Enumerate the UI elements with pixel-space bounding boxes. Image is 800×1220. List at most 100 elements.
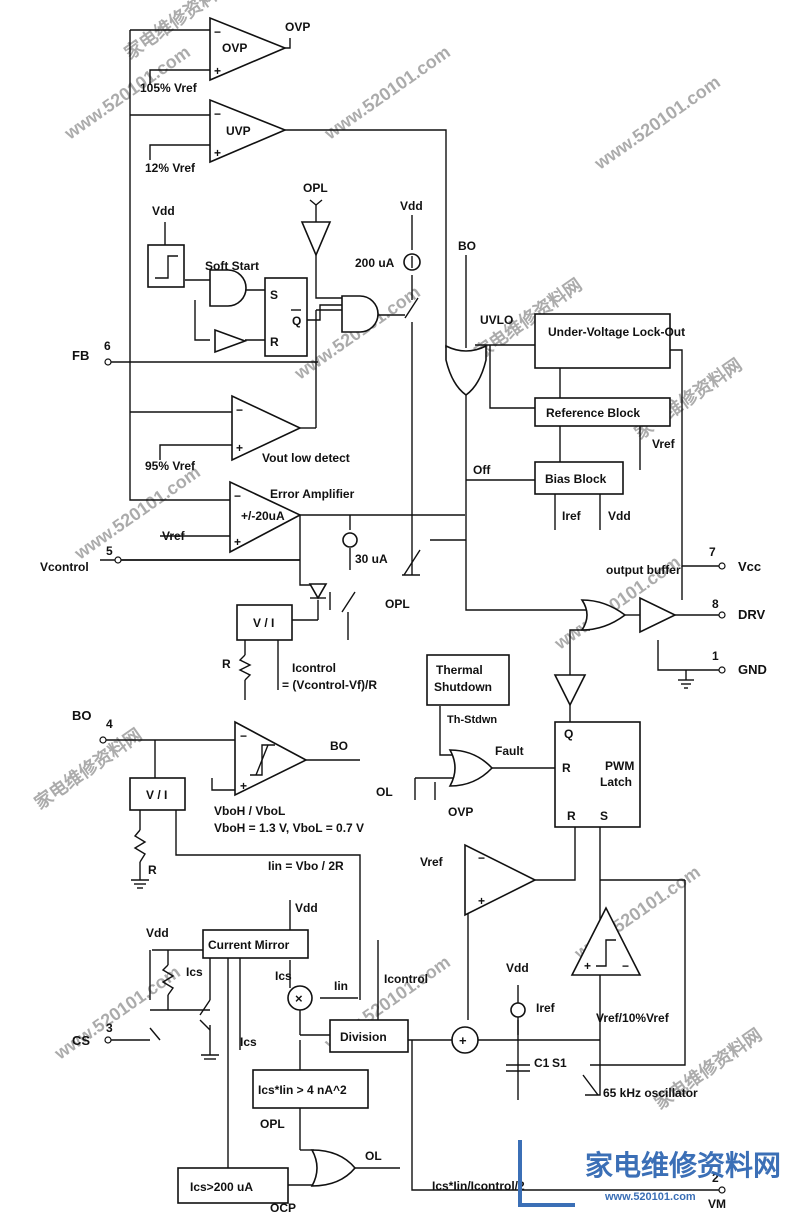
pin-vcc-label: Vcc bbox=[738, 559, 761, 574]
pin-gnd-label: GND bbox=[738, 662, 767, 677]
s1-label: S1 bbox=[552, 1056, 567, 1070]
svg-text:+: + bbox=[459, 1033, 467, 1048]
current-mirror-label: Current Mirror bbox=[208, 938, 290, 952]
thermal-shutdown: Thermal Shutdown Th-Stdwn bbox=[426, 654, 510, 726]
pin-vm-label: VM bbox=[708, 1197, 726, 1211]
svg-text:−: − bbox=[622, 959, 629, 973]
ol-label: OL bbox=[376, 785, 393, 799]
thermal-label: Thermal bbox=[436, 663, 483, 677]
pin-number: 3 bbox=[106, 1021, 113, 1035]
ol-bottom-label: OL bbox=[365, 1149, 382, 1163]
osc-ref-label: Vref/10%Vref bbox=[596, 1011, 670, 1025]
vi-label: V / I bbox=[253, 616, 274, 630]
error-amplifier: − + Error Amplifier +/-20uA Vref bbox=[162, 480, 355, 554]
bias-block-label: Bias Block bbox=[545, 472, 607, 486]
vdd-label: Vdd bbox=[295, 901, 318, 915]
resistor-label: R bbox=[222, 657, 231, 671]
vout-low-detect: − + 95% Vref Vout low detect bbox=[145, 394, 350, 473]
svg-text:+: + bbox=[584, 959, 591, 973]
vi-converter-bo: V / I R Iin = Vbo / 2R bbox=[129, 777, 344, 889]
iref-label: Iref bbox=[562, 509, 582, 523]
opl-label: OPL bbox=[303, 181, 328, 195]
pwm-label: PWM bbox=[605, 759, 634, 773]
vref-label: Vref bbox=[652, 437, 676, 451]
latch-r-label: R bbox=[562, 761, 571, 775]
icontrol-mult-label: Icontrol bbox=[384, 972, 428, 986]
vout-low-ref-label: 95% Vref bbox=[145, 459, 196, 473]
bo-threshold-values: VboH = 1.3 V, VboL = 0.7 V bbox=[214, 821, 364, 835]
pin-number: 7 bbox=[709, 545, 716, 559]
comparison-block: Ics*Iin > 4 nA^2 OPL bbox=[252, 1069, 369, 1131]
iin-label: Iin = Vbo / 2R bbox=[268, 859, 344, 873]
bo-thresholds-label: VboH / VboL bbox=[214, 804, 285, 818]
logo-url: www.520101.com bbox=[604, 1191, 696, 1203]
off-label: Off bbox=[473, 463, 491, 477]
pwm-latch: Q R PWM Latch R S bbox=[553, 674, 641, 828]
uvlo-label: UVLO bbox=[480, 313, 513, 327]
uvp-ref-label: 12% Vref bbox=[145, 161, 196, 175]
svg-text:+: + bbox=[236, 441, 243, 455]
sr-r-label: R bbox=[270, 335, 279, 349]
error-amp-gain-label: +/-20uA bbox=[241, 509, 285, 523]
uvlo-block-label: Under-Voltage Lock-Out bbox=[548, 325, 685, 339]
pin-number: 1 bbox=[712, 649, 719, 663]
pin-number: 5 bbox=[106, 544, 113, 558]
pin-cs-label: CS bbox=[72, 1033, 90, 1048]
c1-label: C1 bbox=[534, 1056, 550, 1070]
opl-switch-label: OPL bbox=[385, 597, 410, 611]
pwm-comparator: − + Vref bbox=[420, 843, 537, 917]
fault-label: Fault bbox=[495, 744, 524, 758]
ovp-comparator: OVP − + 105% Vref OVP bbox=[140, 16, 310, 95]
oscillator-label: 65 kHz oscillator bbox=[603, 1086, 698, 1100]
svg-text:+: + bbox=[214, 146, 221, 160]
current-30ua-label: 30 uA bbox=[355, 552, 388, 566]
pin-drv-label: DRV bbox=[738, 607, 766, 622]
sr-s-label: S bbox=[270, 288, 278, 302]
ics-label: Ics bbox=[186, 965, 203, 979]
bias-block: Bias Block Iref Vdd bbox=[534, 461, 631, 523]
reference-block: Reference Block Vref bbox=[534, 397, 676, 451]
latch-label: Latch bbox=[600, 775, 632, 789]
vdd-cs-label: Vdd bbox=[146, 926, 169, 940]
svg-text:+: + bbox=[214, 64, 221, 78]
ocp-block: Ics>200 uA OCP bbox=[177, 1167, 296, 1215]
error-amp-label: Error Amplifier bbox=[270, 487, 355, 501]
division-block: Division bbox=[329, 1019, 409, 1053]
svg-text:×: × bbox=[295, 991, 303, 1006]
vdd-label: Vdd bbox=[608, 509, 631, 523]
ics-label-2: Ics bbox=[240, 1035, 257, 1049]
vdd-label: Vdd bbox=[400, 199, 423, 213]
current-mirror: Current Mirror Vdd Vdd Ics Ics Ics bbox=[146, 901, 318, 1060]
ovp-fault-label: OVP bbox=[448, 805, 473, 819]
bo-output-label: BO bbox=[330, 739, 348, 753]
uvp-comparator: UVP − + 12% Vref bbox=[145, 98, 288, 175]
latch-r-bottom-label: R bbox=[567, 809, 576, 823]
reference-block-label: Reference Block bbox=[546, 406, 640, 420]
oscillator: + − Vref/10%Vref 65 kHz oscillator bbox=[570, 906, 698, 1100]
resistor-label: R bbox=[148, 863, 157, 877]
pin-bo-label: BO bbox=[72, 708, 92, 723]
icontrol-label: Icontrol bbox=[292, 661, 336, 675]
comparison-label: Ics*Iin > 4 nA^2 bbox=[258, 1083, 347, 1097]
vm-formula-label: Ics*Iin/Icontrol/2 bbox=[432, 1179, 525, 1193]
ovp-ref-label: 105% Vref bbox=[140, 81, 198, 95]
logo-text: 家电维修资料网 bbox=[585, 1149, 781, 1181]
sr-q-label: Q bbox=[292, 314, 301, 328]
vdd-timing-label: Vdd bbox=[506, 961, 529, 975]
iin-mult-label: Iin bbox=[334, 979, 348, 993]
soft-start: Vdd Soft Start S R Q bbox=[147, 204, 379, 357]
svg-text:−: − bbox=[240, 729, 247, 743]
svg-text:−: − bbox=[478, 851, 485, 865]
vdd-label: Vdd bbox=[152, 204, 175, 218]
fault-or-gate: Fault OL OVP bbox=[376, 744, 524, 819]
watermark-text: www.520101.com bbox=[320, 42, 454, 144]
footer-logo: 家电维修资料网 www.520101.com bbox=[518, 1140, 781, 1207]
svg-text:−: − bbox=[214, 25, 221, 39]
svg-text:+: + bbox=[478, 894, 485, 908]
th-stdwn-label: Th-Stdwn bbox=[447, 714, 497, 726]
uvp-label: UVP bbox=[226, 124, 251, 138]
watermark: www.520101.com www.520101.com www.520101… bbox=[30, 0, 765, 1113]
svg-text:+: + bbox=[234, 535, 241, 549]
thermal-label-2: Shutdown bbox=[434, 680, 492, 694]
